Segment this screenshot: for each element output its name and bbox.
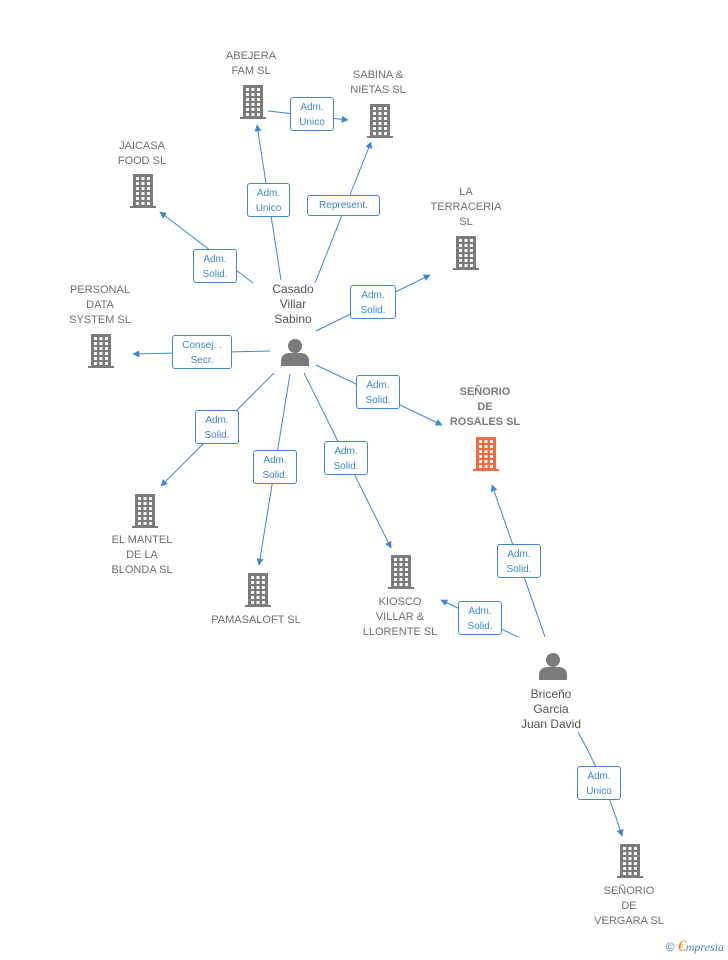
role-badge-casado-to-senorio_rosales[interactable]: Adm. Solid. (356, 375, 400, 409)
role-badge-casado-to-pamasaloft[interactable]: Adm. Solid. (253, 450, 297, 484)
building-icon-mantel[interactable] (132, 494, 158, 528)
brand-logo: €mpresia (677, 938, 724, 955)
company-label-personal[interactable]: PERSONAL DATA SYSTEM SL (69, 284, 131, 326)
building-icon-kiosco[interactable] (388, 555, 414, 589)
company-label-terraceria[interactable]: LA TERRACERIA SL (430, 186, 502, 228)
company-label-pamasaloft[interactable]: PAMASALOFT SL (211, 614, 301, 626)
building-icon-pamasaloft[interactable] (245, 573, 271, 607)
building-icon-senorio_rosales[interactable] (473, 437, 499, 471)
edge-casado-to-jaicasa (159, 211, 254, 284)
role-badge-casado-to-mantel[interactable]: Adm. Solid. (195, 410, 239, 444)
role-badge-casado-to-sabina[interactable]: Represent. (307, 195, 380, 216)
building-icon-terraceria[interactable] (453, 236, 479, 270)
company-label-sabina[interactable]: SABINA & NIETAS SL (350, 69, 406, 96)
role-badge-briceno-to-senorio_vergara[interactable]: Adm. Unico (577, 766, 621, 800)
role-badge-casado-to-kiosco[interactable]: Adm. Solid. (324, 441, 368, 475)
building-icon-personal[interactable] (88, 334, 114, 368)
footer-brand[interactable]: © €mpresia (666, 938, 724, 956)
company-label-jaicasa[interactable]: JAICASA FOOD SL (117, 140, 167, 167)
role-badge-briceno-to-kiosco[interactable]: Adm. Solid. (458, 601, 502, 635)
company-label-abejera[interactable]: ABEJERA FAM SL (225, 50, 277, 77)
company-label-mantel[interactable]: EL MANTEL DE LA BLONDA SL (111, 534, 173, 576)
person-label-briceno[interactable]: Briceño Garcia Juan David (520, 687, 582, 731)
person-icon-casado[interactable] (281, 339, 309, 366)
building-icon-senorio_vergara[interactable] (617, 844, 643, 878)
role-badge-casado-to-jaicasa[interactable]: Adm. Solid. (193, 249, 237, 283)
building-icon-jaicasa[interactable] (130, 174, 156, 208)
person-label-casado[interactable]: Casado Villar Sabino (272, 282, 314, 326)
building-icon-abejera[interactable] (240, 85, 266, 119)
role-badge-casado-to-abejera[interactable]: Adm. Unico (247, 183, 290, 217)
person-icon-briceno[interactable] (539, 653, 567, 680)
role-badge-abejera-to-sabina[interactable]: Adm. Unico (290, 97, 334, 131)
building-icon-sabina[interactable] (367, 104, 393, 138)
role-badge-casado-to-personal[interactable]: Consej. . Secr. (172, 335, 232, 369)
role-badge-briceno-to-senorio_rosales[interactable]: Adm. Solid. (497, 544, 541, 578)
company-label-kiosco[interactable]: KIOSCO VILLAR & LLORENTE SL (362, 596, 438, 638)
role-badge-casado-to-terraceria[interactable]: Adm. Solid. (350, 285, 396, 319)
company-label-senorio_vergara[interactable]: SEÑORIO DE VERGARA SL (594, 885, 664, 927)
company-label-senorio_rosales[interactable]: SEÑORIO DE ROSALES SL (449, 386, 521, 428)
copyright-icon: © (665, 940, 675, 954)
